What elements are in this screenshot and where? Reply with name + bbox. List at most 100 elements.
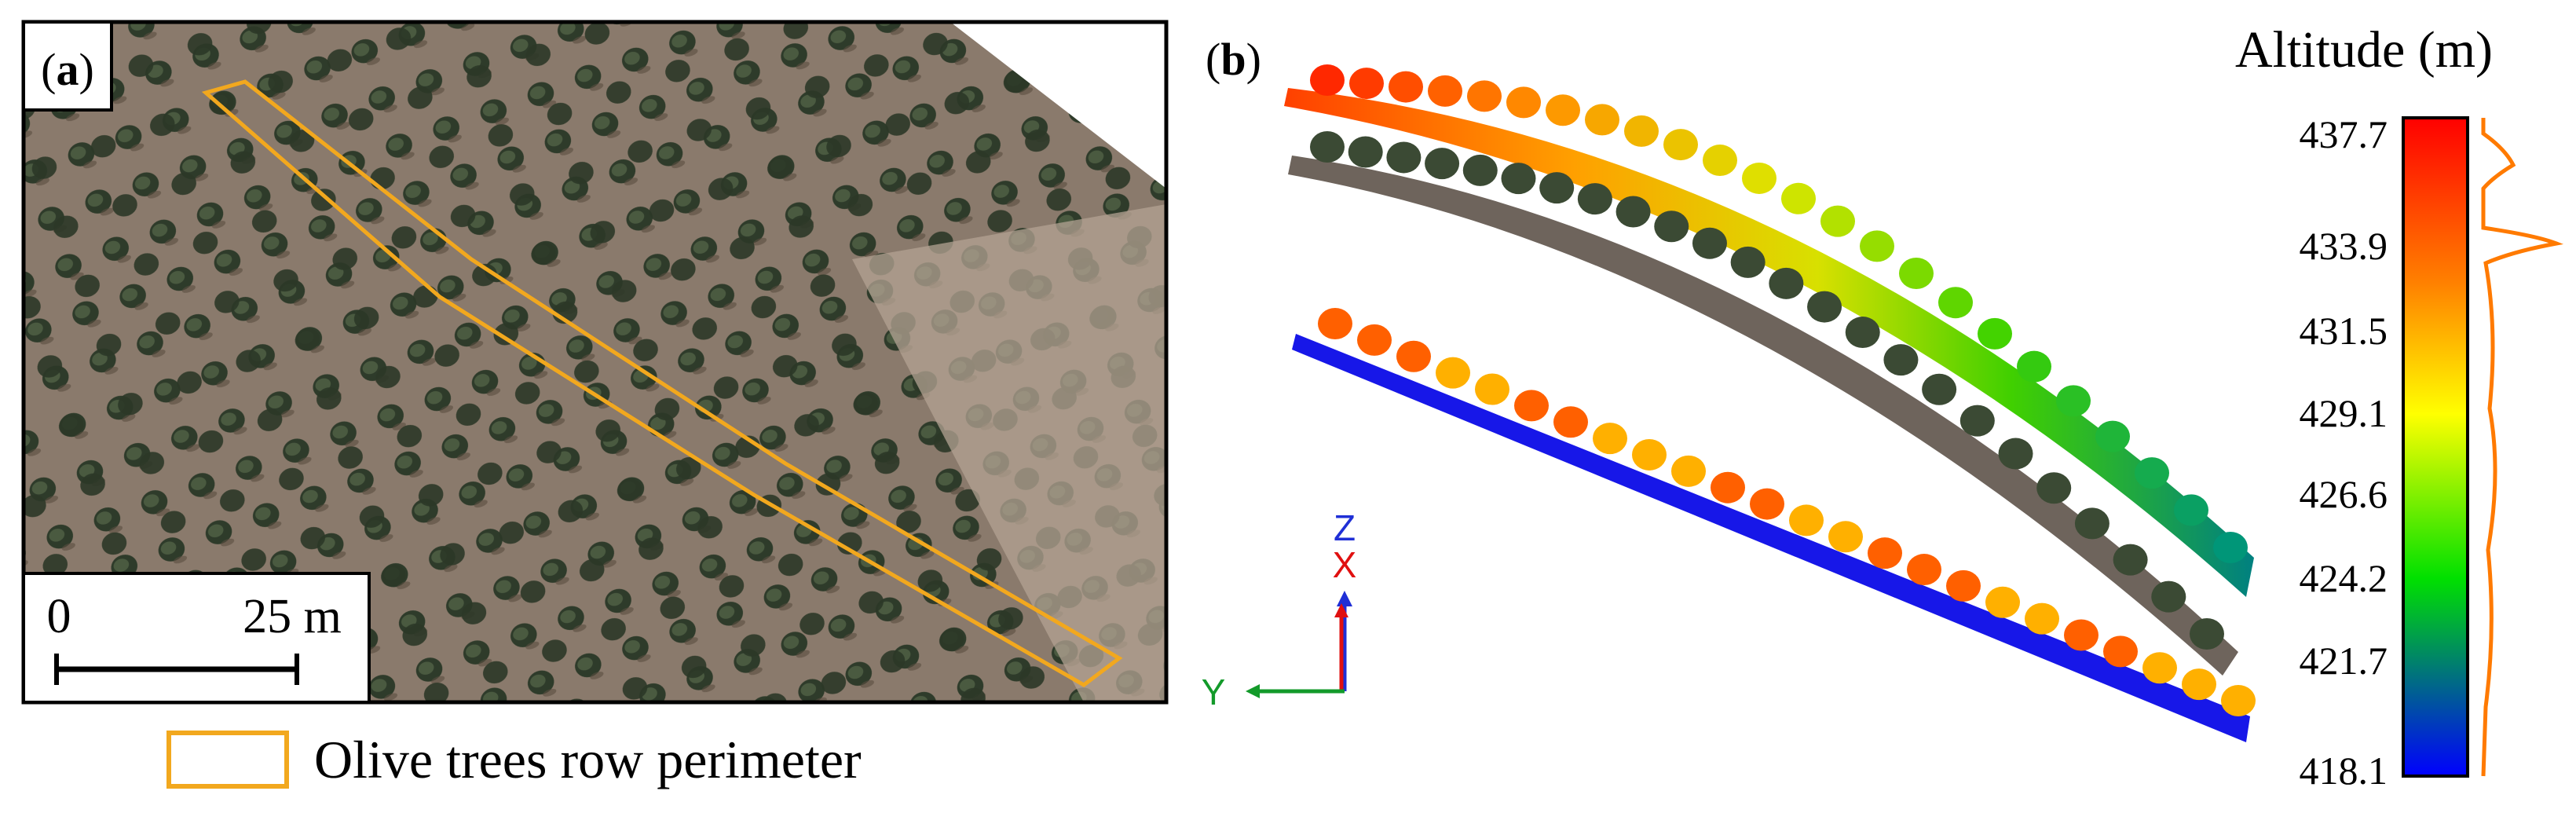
svg-text:(a): (a) <box>41 44 94 95</box>
tree-canopy <box>1539 172 1575 204</box>
tree-canopy <box>1506 86 1541 119</box>
tree-canopy <box>1781 182 1816 214</box>
tree-canopy <box>1959 405 1995 437</box>
tree-canopy <box>2142 652 2177 684</box>
legend-swatch <box>166 731 289 789</box>
classified-point-cloud <box>1292 334 2250 742</box>
panel-b-label: b <box>1220 34 1246 85</box>
tree-canopy <box>1742 162 1776 194</box>
tree-canopy <box>2151 580 2186 613</box>
tree-canopy <box>1899 257 1934 289</box>
tree-canopy <box>2113 544 2148 576</box>
tree-canopy <box>1789 504 1824 537</box>
tree-canopy <box>1396 340 1431 372</box>
panel-a-label: a <box>57 44 79 95</box>
colored-tree-canopies <box>1310 64 2248 563</box>
panel-a-label-box <box>22 20 113 112</box>
colorbar-tick-label: 433.9 <box>2300 224 2388 268</box>
sky-corner <box>950 22 1166 189</box>
tree-canopy <box>1386 141 1422 174</box>
tree-canopy <box>1310 131 1345 163</box>
tree-canopy <box>1985 586 2020 618</box>
olive-row-perimeter <box>201 79 1123 687</box>
tree-canopy <box>1577 183 1612 215</box>
classified-tree-canopies <box>1318 308 2256 716</box>
tree-canopy <box>1845 317 1880 349</box>
colorbar-tick-label: 424.2 <box>2300 556 2388 600</box>
tree-canopy <box>1860 230 1894 262</box>
bare-soil-area <box>852 204 1166 702</box>
tree-canopy <box>1998 438 2033 470</box>
tree-canopy <box>2056 385 2091 417</box>
tree-canopy <box>1553 406 1588 438</box>
colorbar-tick-label: 431.5 <box>2300 309 2388 353</box>
tree-canopy <box>2074 507 2109 540</box>
tree-canopy <box>1750 488 1784 520</box>
tree-canopy <box>1654 211 1689 243</box>
tree-canopy <box>1703 145 1737 177</box>
panel-a: (a) 0 25 m <box>21 20 1169 705</box>
tree-canopy <box>2103 635 2138 668</box>
tree-canopy <box>1946 569 1981 602</box>
tree-canopy <box>1475 373 1509 405</box>
tree-canopy <box>1711 471 1745 504</box>
svg-text:(b): (b) <box>1206 34 1261 85</box>
tree-canopy <box>1514 390 1549 422</box>
tree-canopy <box>1922 373 1957 405</box>
tree-canopy <box>1807 291 1842 323</box>
tree-canopy <box>1389 71 1423 103</box>
tree-canopy <box>2036 472 2072 504</box>
tree-canopy <box>1310 64 1345 96</box>
colorbar-tick-label: 426.6 <box>2300 472 2388 516</box>
scale-bar: 0 25 m <box>22 572 371 704</box>
tree-canopy <box>1938 287 1973 319</box>
tree-canopy <box>1632 438 1667 471</box>
tree-canopy <box>1462 154 1498 186</box>
tree-canopy <box>1585 104 1619 136</box>
tree-canopy <box>1425 148 1460 180</box>
tree-canopy <box>1671 455 1706 487</box>
tree-canopy <box>1663 129 1698 161</box>
tree-canopy <box>1467 80 1502 112</box>
tree-canopy <box>1769 267 1804 299</box>
tree-canopy <box>1348 136 1383 168</box>
tree-canopy <box>1436 357 1470 389</box>
tree-canopy <box>1318 308 1352 339</box>
axes-indicator: Z X Y <box>1202 507 1357 712</box>
tree-canopy <box>1546 94 1580 126</box>
axis-label-y: Y <box>1202 672 1226 712</box>
tree-canopy <box>1615 196 1651 228</box>
tree-canopy <box>1820 205 1855 237</box>
tree-canopy <box>2213 532 2248 563</box>
tree-canopy <box>2190 618 2224 650</box>
tree-canopy <box>1428 75 1462 107</box>
tree-canopy <box>1978 317 2012 350</box>
tree-canopy <box>1349 68 1384 100</box>
colorbar-title: Altitude (m) <box>2235 21 2493 79</box>
axis-label-z: Z <box>1334 507 1356 548</box>
tree-canopy <box>2135 457 2169 489</box>
tree-canopy <box>1357 324 1392 356</box>
tree-canopy <box>1593 423 1627 455</box>
tree-canopy <box>1883 344 1919 376</box>
legend-text: Olive trees row perimeter <box>314 730 862 789</box>
colorbar-tick-label: 418.1 <box>2300 749 2388 793</box>
colorbar-tick-label: 437.7 <box>2300 112 2388 156</box>
colorbar: Altitude (m) 437.7 433.9 431.5 429.1 426.6 42… <box>2235 21 2563 793</box>
tree-canopy <box>1868 537 1902 569</box>
scale-bar-start: 0 <box>47 590 71 643</box>
tree-canopy <box>2025 602 2059 635</box>
axis-label-x: X <box>1333 544 1357 585</box>
tree-canopy <box>2017 350 2051 383</box>
panel-b: (b) Z X Y <box>1202 34 2256 742</box>
tree-canopy <box>2182 668 2216 701</box>
colorbar-tick-label: 429.1 <box>2300 391 2388 435</box>
tree-canopy <box>1907 554 1941 586</box>
tree-canopy <box>1828 521 1863 553</box>
tree-canopy <box>2174 494 2208 526</box>
tree-canopy <box>1501 163 1536 195</box>
tree-canopy <box>2095 420 2130 452</box>
tree-canopy <box>2064 619 2098 651</box>
